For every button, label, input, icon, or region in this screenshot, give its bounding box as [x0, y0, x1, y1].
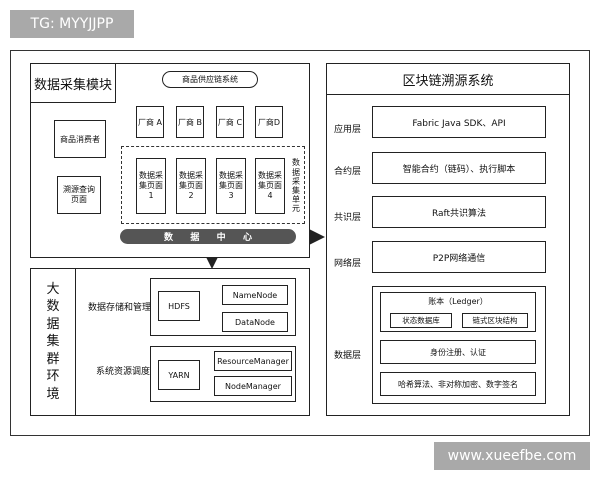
state-db-box: 状态数据库	[390, 313, 452, 328]
nodemanager-box: NodeManager	[214, 376, 292, 396]
layer-label-consensus: 共识层	[334, 213, 362, 223]
collect-unit-label: 数据采集单元	[292, 158, 300, 214]
blockchain-title-box: 区块链溯源系统	[326, 63, 570, 95]
supply-chain-box: 商品供应链系统	[162, 71, 258, 88]
yarn-box: YARN	[158, 360, 200, 390]
ledger-label: 账本（Ledger）	[428, 297, 488, 306]
blockchain-title: 区块链溯源系统	[402, 73, 494, 89]
identity-box: 身份注册、认证	[380, 340, 536, 364]
consumer-box: 商品消费者	[54, 120, 106, 158]
resource-label: 系统资源调度	[96, 367, 151, 377]
vendor-d: 厂商D	[255, 106, 283, 138]
vendor-a: 厂商 A	[136, 106, 164, 138]
watermark-top: TG: MYYJJPP	[10, 10, 134, 38]
datanode-box: DataNode	[222, 312, 288, 332]
layer-app: Fabric Java SDK、API	[372, 106, 546, 138]
supply-chain-label: 商品供应链系统	[182, 75, 238, 84]
namenode-box: NameNode	[222, 285, 288, 305]
resourcemanager-box: ResourceManager	[214, 351, 292, 371]
cluster-title-box: 大数据集群环境	[30, 268, 76, 416]
data-center-bar: 数 据 中 心	[120, 229, 296, 244]
layer-label-data: 数据层	[334, 351, 362, 361]
layer-label-app: 应用层	[334, 125, 362, 135]
layer-consensus: Raft共识算法	[372, 196, 546, 228]
vendor-c: 厂商 C	[216, 106, 244, 138]
collect-unit-frame	[121, 146, 305, 224]
layer-label-network: 网络层	[334, 259, 362, 269]
layer-label-contract: 合约层	[334, 167, 362, 177]
vendor-b: 厂商 B	[176, 106, 204, 138]
chain-struct-box: 链式区块结构	[462, 313, 528, 328]
watermark-bottom: www.xueefbe.com	[434, 442, 590, 470]
trace-page-box: 溯源查询页面	[57, 176, 101, 214]
layer-contract: 智能合约（链码）、执行脚本	[372, 152, 546, 184]
crypto-box: 哈希算法、非对称加密、数字签名	[380, 372, 536, 396]
module-title: 数据采集模块	[33, 77, 112, 93]
module-title-box: 数据采集模块	[30, 63, 116, 103]
hdfs-box: HDFS	[158, 291, 200, 321]
layer-network: P2P网络通信	[372, 241, 546, 273]
storage-label: 数据存储和管理	[88, 303, 152, 313]
